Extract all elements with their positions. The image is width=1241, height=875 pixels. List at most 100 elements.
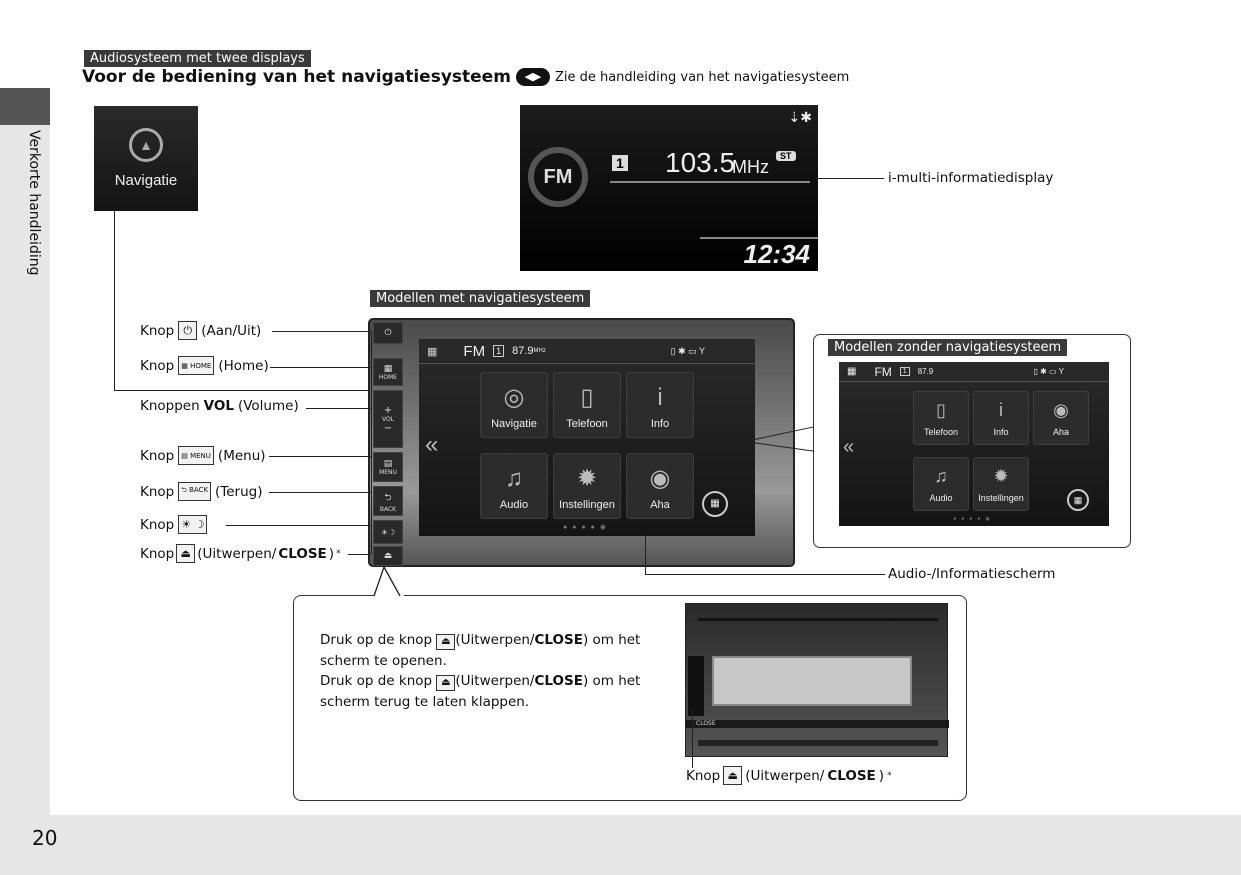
page-title: Voor de bediening van het navigatiesyste…	[82, 67, 511, 87]
home-button[interactable]: ▦HOME	[373, 358, 403, 386]
photo-caption: Knop⏏(Uitwerpen/CLOSE)*	[686, 766, 892, 785]
tile-aha[interactable]: ◉Aha	[1033, 391, 1089, 445]
usb-bluetooth-icon: ⇣✱	[788, 109, 812, 125]
menu-button[interactable]: ▤MENU	[373, 452, 403, 482]
decoration: CLOSE	[534, 632, 583, 648]
all-apps-button[interactable]: ▦	[1067, 489, 1089, 511]
frequency-unit: MHz	[732, 157, 769, 177]
decoration: Knop	[140, 516, 175, 533]
day-night-button[interactable]: ☀☽	[373, 520, 403, 544]
fm-icon: FM	[528, 147, 588, 207]
tile-telefoon[interactable]: ▯ Telefoon	[913, 391, 969, 445]
decoration: CLOSE	[534, 673, 583, 689]
decoration: Druk op de knop ⏏(Uitwerpen/CLOSE) om he…	[320, 671, 660, 692]
tile-telefoon[interactable]: ▯Telefoon	[553, 372, 621, 438]
decoration: ▯	[936, 400, 946, 420]
decoration: i	[999, 400, 1003, 420]
decoration: CLOSE	[278, 545, 327, 562]
back-key-icon: ⮌ BACK	[178, 482, 212, 501]
decoration: ▦	[383, 363, 393, 374]
decoration: Instellingen	[559, 499, 615, 511]
decoration: Knop	[140, 357, 175, 374]
all-apps-button[interactable]: ▦	[702, 491, 728, 517]
tile-audio[interactable]: ♫Audio	[913, 457, 969, 511]
frequency: 103.5	[665, 147, 736, 178]
leader-line	[269, 492, 371, 493]
previous-page-chevron-icon[interactable]: «	[425, 431, 439, 458]
decoration: ✹	[993, 466, 1009, 486]
decoration: (Uitwerpen/	[197, 545, 277, 562]
eject-button[interactable]: ⏏	[373, 546, 403, 566]
info-display-caption: i-multi-informatiedisplay	[888, 170, 1054, 186]
callout-text: Druk op de knop ⏏(Uitwerpen/CLOSE) om he…	[320, 630, 660, 712]
decoration: FM	[874, 364, 892, 379]
status-icons: ▯ ✱ ▭ Y	[1033, 367, 1064, 376]
label-day-night: Knop☀ ☽	[140, 515, 211, 534]
decoration: Druk op de knop ⏏(Uitwerpen/CLOSE) om he…	[320, 630, 660, 651]
frequency-unit: MHz	[533, 348, 546, 354]
tile-instellingen[interactable]: ✹ Instellingen	[553, 453, 621, 519]
decoration: (Uitwerpen/	[455, 632, 535, 648]
eject-key-icon: ⏏	[436, 675, 456, 692]
music-note-icon: ♫	[505, 465, 523, 492]
decoration: FM	[543, 165, 573, 188]
previous-page-chevron-icon[interactable]: «	[843, 436, 855, 458]
tile-aha[interactable]: ◉Aha	[626, 453, 694, 519]
power-button[interactable]: ⏻	[373, 322, 403, 344]
decoration: Instellingen	[978, 493, 1024, 503]
decoration: Navigatie	[491, 418, 537, 430]
decoration: Knop	[140, 483, 175, 500]
decoration: Telefoon	[923, 427, 959, 437]
day-night-key-icon: ☀ ☽	[178, 515, 208, 534]
decoration: Druk op de knop	[320, 632, 433, 648]
decoration: VOL	[203, 398, 234, 414]
decoration	[698, 618, 938, 621]
no-nav-models-box: Modellen zonder navigatiesysteem ▦ FM 1 …	[813, 334, 1131, 548]
cross-reference-icon: ◀▶	[515, 68, 550, 86]
decoration: (Terug)	[215, 483, 263, 500]
decoration: Knoppen	[140, 398, 200, 414]
decoration: ▦ FM 1 87.9 ▯ ✱ ▭ Y	[839, 362, 1109, 382]
decoration: MENU	[379, 468, 397, 476]
header: Voor de bediening van het navigatiesyste…	[82, 67, 849, 87]
clock: 12:34	[743, 239, 811, 269]
navigation-icon-label: Navigatie	[114, 172, 178, 189]
decoration: ◉	[1053, 400, 1069, 420]
leader-line	[818, 178, 884, 179]
menu-key-icon: ▤ MENU	[178, 446, 214, 465]
tile-audio[interactable]: ♫Audio	[480, 453, 548, 519]
tile-instellingen[interactable]: ✹ Instellingen	[973, 457, 1029, 511]
footer-band	[0, 815, 1241, 875]
home-grid-icon[interactable]: ▦	[847, 366, 857, 377]
leader-line	[270, 367, 371, 368]
band: FM	[463, 342, 486, 360]
decoration: (Volume)	[237, 398, 299, 414]
page-indicator: ●●●●◉	[562, 524, 612, 531]
header-tag: Audiosysteem met twee displays	[84, 50, 311, 67]
decoration: )	[328, 545, 335, 562]
leader-line	[348, 554, 371, 555]
decoration: scherm terug te laten klappen.	[320, 693, 530, 710]
decoration: HOME	[378, 373, 398, 381]
decoration: ▤	[383, 458, 393, 469]
home-grid-icon[interactable]: ▦	[427, 345, 438, 358]
decoration: Info	[993, 427, 1009, 437]
decoration: Druk op de knop	[320, 673, 433, 689]
tile-navigatie[interactable]: ◎Navigatie	[480, 372, 548, 438]
screen-caption: Audio-/Informatiescherm	[888, 566, 1056, 582]
sidebar-section-label: Verkorte handleiding	[26, 130, 42, 276]
volume-buttons[interactable]: +VOL−	[373, 390, 403, 448]
no-nav-models-tag: Modellen zonder navigatiesysteem	[828, 339, 1068, 356]
audio-info-screen: ▦ FM 1 87.9 MHz ▯ ✱ ▭ Y « ◎Navigatie ▯Te…	[419, 339, 755, 536]
decoration	[373, 565, 401, 597]
label-menu: Knop▤ MENU(Menu)	[140, 446, 266, 465]
decoration: +	[383, 404, 393, 416]
gear-icon: ✹	[576, 465, 598, 492]
decoration	[700, 237, 818, 239]
decoration: BACK	[379, 505, 397, 513]
back-button[interactable]: ⮌BACK	[373, 486, 403, 516]
leader-line	[692, 710, 693, 768]
